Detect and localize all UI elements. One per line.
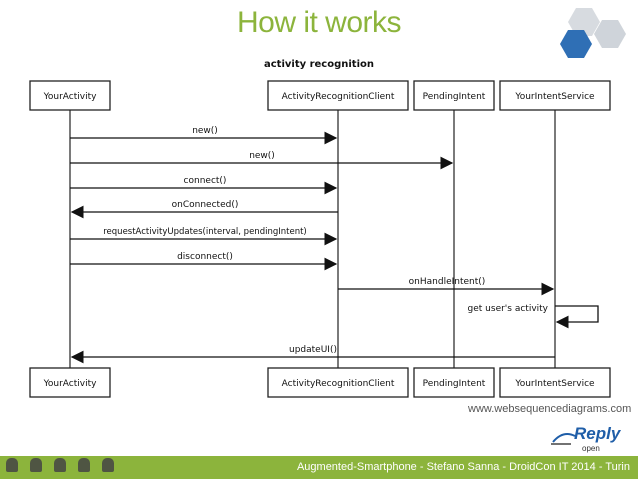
participant-box-bottom: ActivityRecognitionClient [267, 367, 409, 398]
svg-text:onHandleIntent(): onHandleIntent() [409, 277, 486, 287]
participant-box-bottom: PendingIntent [413, 367, 495, 398]
participant-label: PendingIntent [423, 92, 486, 102]
android-icon-strip [6, 458, 114, 472]
participant-box-top: YourIntentService [499, 80, 611, 111]
svg-text:connect(): connect() [184, 176, 227, 186]
android-robot-icon [54, 458, 66, 472]
participant-box-bottom: YourActivity [29, 367, 111, 398]
reply-swoosh-icon [551, 433, 576, 445]
message-connect: connect() [70, 176, 338, 195]
participant-label: ActivityRecognitionClient [282, 92, 395, 102]
participant-label: YourActivity [43, 92, 98, 102]
participant-box-top: YourActivity [29, 80, 111, 111]
participant-label: PendingIntent [423, 379, 486, 389]
message-onhandleintent: onHandleIntent() [338, 277, 555, 296]
participant-label: YourActivity [43, 379, 98, 389]
message-requestactivityupdates: requestActivityUpdates(interval, pending… [70, 227, 338, 246]
participant-box-top: ActivityRecognitionClient [267, 80, 409, 111]
hexagon-logo-icon [560, 8, 626, 58]
participant-label: YourIntentService [514, 92, 595, 102]
participant-box-bottom: YourIntentService [499, 367, 611, 398]
android-robot-icon [102, 458, 114, 472]
participant-box-top: PendingIntent [413, 80, 495, 111]
svg-text:disconnect(): disconnect() [177, 252, 233, 262]
message-new-pendingintent: new() [70, 151, 454, 170]
brand-tag: open [582, 444, 600, 453]
message-updateui: updateUI() [70, 345, 555, 364]
svg-text:new(): new() [249, 151, 275, 161]
android-robot-icon [78, 458, 90, 472]
diagram-watermark: www.websequencediagrams.com [468, 403, 632, 415]
android-robot-icon [30, 458, 42, 472]
android-robot-icon [6, 458, 18, 472]
participant-label: YourIntentService [514, 379, 595, 389]
message-get-user-activity: get user's activity [468, 304, 599, 329]
message-disconnect: disconnect() [70, 252, 338, 271]
page-title: How it works [236, 6, 402, 39]
svg-text:get user's activity: get user's activity [468, 304, 549, 314]
svg-text:new(): new() [192, 126, 218, 136]
brand-name: Reply [574, 424, 621, 443]
message-new-client: new() [70, 126, 338, 145]
diagram-caption: activity recognition [264, 59, 374, 70]
svg-text:updateUI(): updateUI() [289, 345, 337, 355]
footer-text: Augmented-Smartphone - Stefano Sanna - D… [296, 461, 630, 473]
svg-text:requestActivityUpdates(interva: requestActivityUpdates(interval, pending… [103, 227, 306, 237]
message-onconnected: onConnected() [70, 200, 338, 219]
participant-label: ActivityRecognitionClient [282, 379, 395, 389]
svg-text:onConnected(): onConnected() [172, 200, 239, 210]
footer-bar [0, 456, 638, 479]
